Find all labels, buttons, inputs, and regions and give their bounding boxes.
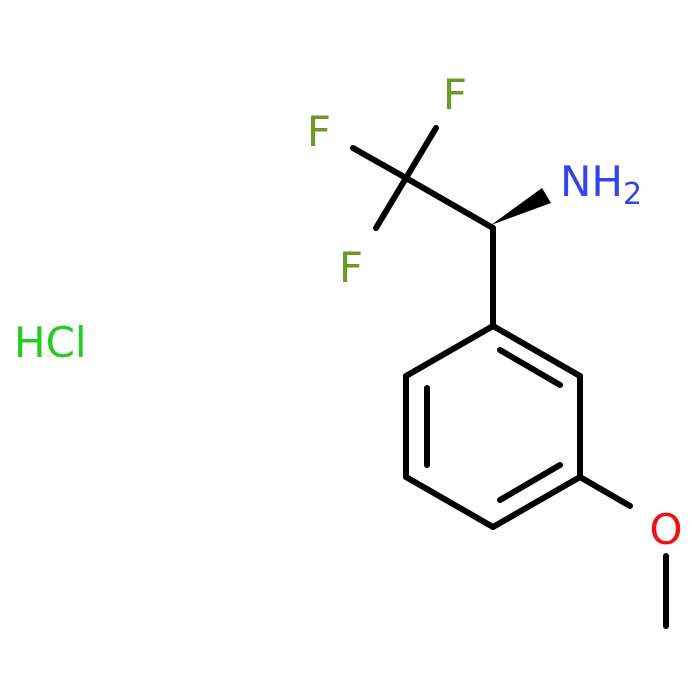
ring-bond-c1-c2	[490, 323, 583, 379]
bond-ring-oxygen	[577, 474, 633, 509]
atom-f-top: F	[443, 70, 467, 119]
wedge-bond-nh2	[491, 188, 551, 225]
ring-inner-double-bond-2	[497, 462, 563, 503]
bonds	[350, 125, 669, 629]
ring-inner-double-bond-1	[497, 347, 563, 388]
bond-cf3-f-bottom	[373, 175, 409, 231]
bond-cf3-f-left	[350, 145, 409, 181]
amine-label: NH	[560, 157, 623, 206]
ring-bond-c3-c4	[490, 474, 583, 530]
atom-oxygen: O	[649, 505, 682, 554]
bond-cf3-chiral-c	[403, 175, 496, 231]
atom-amine: NH2	[560, 157, 642, 212]
ring-bond-c4-c5	[403, 474, 496, 530]
counterion-hcl: HCl	[14, 318, 87, 367]
ring-bond-c6-c1	[403, 323, 496, 379]
amine-subscript: 2	[623, 177, 642, 212]
atom-f-bottom: F	[339, 243, 363, 292]
bond-cf3-f-top	[403, 125, 439, 181]
atom-f-left: F	[307, 107, 331, 156]
